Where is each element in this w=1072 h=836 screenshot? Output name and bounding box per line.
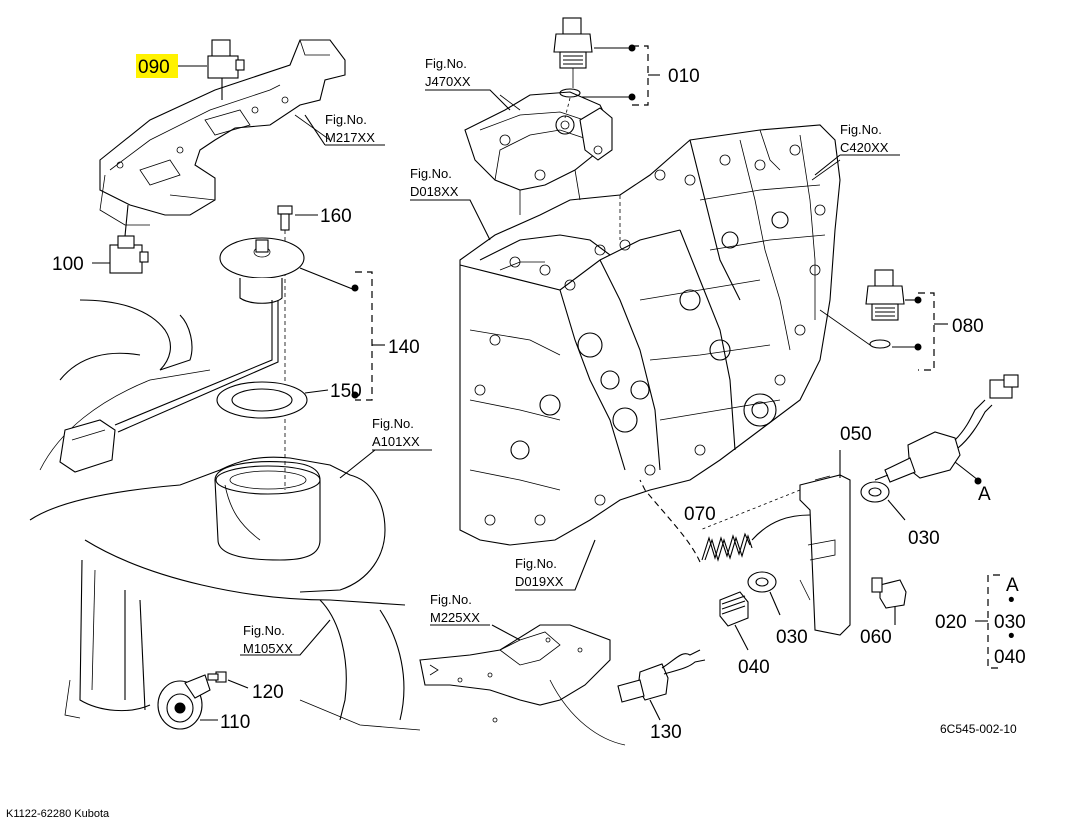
label-letter-a[interactable]: A	[978, 484, 991, 505]
bracket-010	[582, 44, 660, 106]
fig-ref-link-m105xx[interactable]: M105XX	[243, 641, 293, 656]
kit-sep-2: •	[1008, 626, 1015, 647]
fig-ref-label: Fig.No.	[515, 556, 557, 571]
label-part-060[interactable]: 060	[860, 627, 892, 648]
transmission-case	[459, 124, 871, 546]
part-010-pressure-switch-icon[interactable]	[553, 17, 593, 119]
part-130-switch-icon[interactable]	[617, 649, 706, 721]
label-part-140[interactable]: 140	[388, 337, 420, 358]
fig-ref-link-j470xx[interactable]: J470XX	[425, 74, 471, 89]
label-part-050[interactable]: 050	[840, 424, 872, 445]
label-part-150[interactable]: 150	[330, 381, 362, 402]
part-120-bolt-icon[interactable]	[207, 671, 249, 689]
fig-ref-link-m217xx[interactable]: M217XX	[325, 130, 375, 145]
kit-item-a: A	[1006, 575, 1019, 596]
fig-ref-label: Fig.No.	[425, 56, 467, 71]
fig-ref-label: Fig.No.	[410, 166, 452, 181]
fig-ref-link-m225xx[interactable]: M225XX	[430, 610, 480, 625]
switch-assembly-a[interactable]	[874, 374, 1019, 485]
footer-caption: K1122-62280 Kubota	[6, 808, 110, 820]
label-part-020[interactable]: 020	[935, 612, 967, 633]
valve-block	[464, 91, 613, 215]
highlight-090	[136, 54, 178, 78]
part-060-bolt-icon[interactable]	[871, 577, 907, 625]
fig-ref-link-d019xx[interactable]: D019XX	[515, 574, 564, 589]
label-part-130[interactable]: 130	[650, 722, 682, 743]
fig-ref-label: Fig.No.	[325, 112, 367, 127]
kit-item-040: 040	[994, 647, 1026, 668]
fig-ref-label: Fig.No.	[372, 416, 414, 431]
label-part-070[interactable]: 070	[684, 504, 716, 525]
label-part-100[interactable]: 100	[52, 254, 84, 275]
part-090-switch-icon[interactable]	[178, 39, 245, 100]
part-140-fuel-sender-icon[interactable]	[59, 237, 356, 473]
fig-ref-link-a101xx[interactable]: A101XX	[372, 434, 420, 449]
label-part-120[interactable]: 120	[252, 682, 284, 703]
part-080-pressure-switch-icon[interactable]	[865, 269, 905, 349]
part-030-washer-left-icon[interactable]	[747, 571, 781, 616]
fig-leaders	[240, 89, 900, 656]
lower-harness-panel	[419, 624, 626, 746]
part-100-switch-icon[interactable]	[92, 204, 149, 274]
label-part-110[interactable]: 110	[220, 712, 250, 733]
part-150-gasket-icon[interactable]	[216, 381, 329, 419]
part-030-washer-right-icon[interactable]	[860, 481, 906, 521]
kit-item-030: 030	[994, 612, 1026, 633]
label-part-010[interactable]: 010	[668, 66, 700, 87]
seat-bracket	[99, 39, 346, 226]
fig-ref-label: Fig.No.	[430, 592, 472, 607]
drawing-code: 6C545-002-10	[940, 722, 1017, 736]
kit-sep-1: •	[1008, 590, 1015, 611]
label-part-040[interactable]: 040	[738, 657, 770, 678]
bracket-140	[351, 271, 385, 401]
bracket-020	[975, 574, 1000, 669]
label-part-030-right[interactable]: 030	[908, 528, 940, 549]
fig-ref-label: Fig.No.	[243, 623, 285, 638]
bracket-080	[892, 292, 948, 371]
fig-ref-link-c420xx[interactable]: C420XX	[840, 140, 889, 155]
part-110-horn-icon[interactable]	[157, 674, 218, 730]
part-070-spring-icon[interactable]	[639, 479, 811, 563]
label-part-080[interactable]: 080	[952, 316, 984, 337]
fig-ref-link-d018xx[interactable]: D018XX	[410, 184, 459, 199]
label-part-090[interactable]: 090	[138, 57, 170, 78]
label-part-160[interactable]: 160	[320, 206, 352, 227]
part-050-plate-icon[interactable]	[699, 450, 851, 636]
part-040-nut-icon[interactable]	[719, 591, 749, 651]
label-part-030-left[interactable]: 030	[776, 627, 808, 648]
fig-ref-label: Fig.No.	[840, 122, 882, 137]
fuel-tank	[29, 299, 421, 731]
